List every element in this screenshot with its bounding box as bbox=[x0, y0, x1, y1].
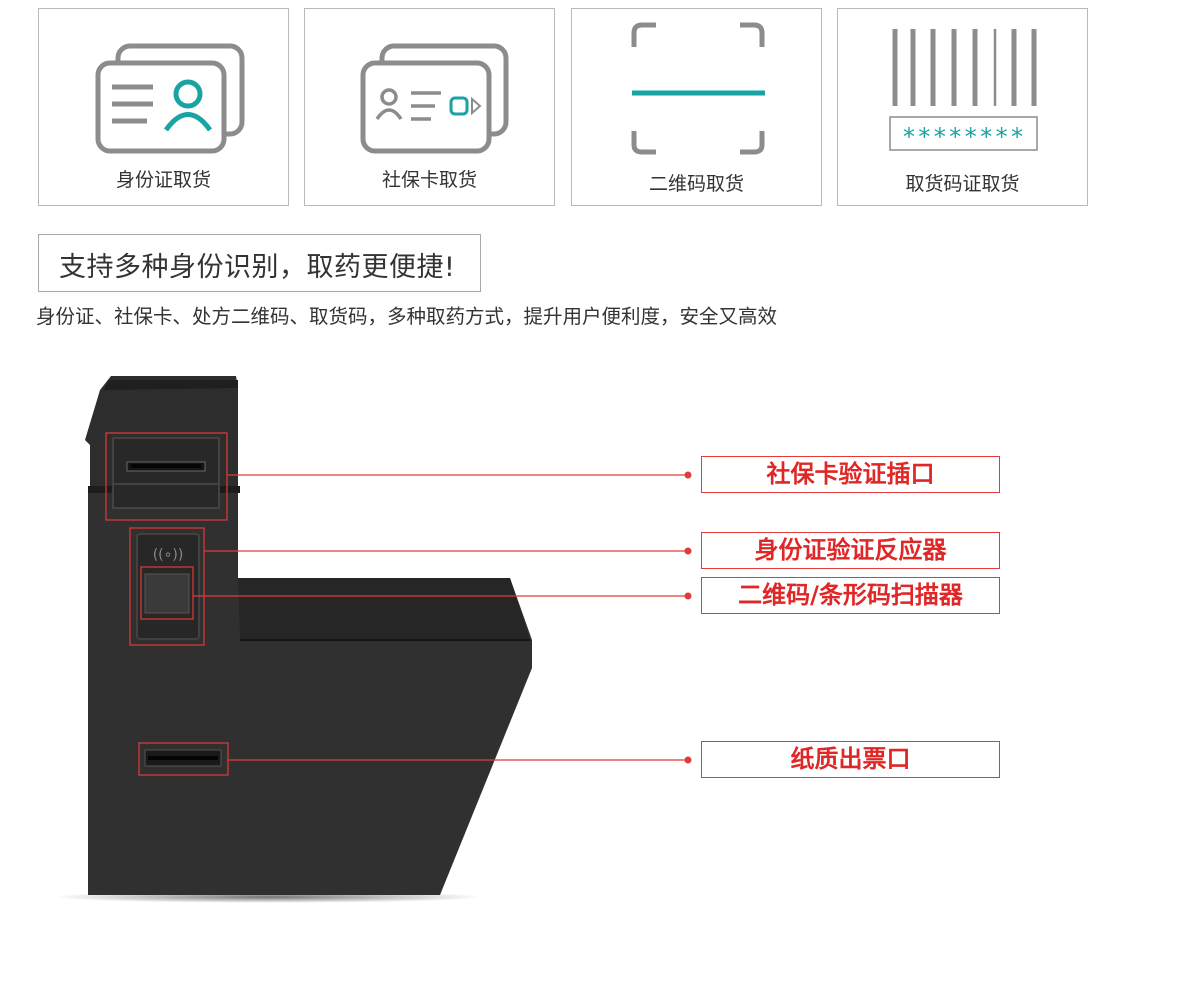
headline: 支持多种身份识别，取药更便捷! bbox=[59, 252, 456, 283]
subline: 身份证、社保卡、处方二维码、取货码，多种取药方式，提升用户便利度，安全又高效 bbox=[36, 305, 778, 328]
qr-scan-icon bbox=[631, 22, 765, 155]
pickup-method-label: 社保卡取货 bbox=[381, 169, 477, 191]
headline-box: 支持多种身份识别，取药更便捷! bbox=[38, 234, 481, 292]
social-security-card-icon bbox=[360, 43, 509, 154]
callout-qr-scanner: 二维码/条形码扫描器 bbox=[701, 577, 1000, 614]
callout-social-card-slot: 社保卡验证插口 bbox=[701, 456, 1000, 493]
pickup-method-barcode: ******** 取货码证取货 bbox=[837, 8, 1088, 206]
pickup-method-label: 身份证取货 bbox=[115, 169, 211, 191]
kiosk-illustration: ((∘)) bbox=[53, 376, 532, 903]
id-card-icon bbox=[95, 43, 245, 154]
pickup-code-mask: ******** bbox=[902, 123, 1026, 151]
barcode-pickup-code-icon: ******** bbox=[889, 29, 1038, 151]
pickup-method-label: 取货码证取货 bbox=[905, 173, 1020, 195]
pickup-method-label: 二维码取货 bbox=[648, 173, 744, 195]
svg-text:((∘)): ((∘)) bbox=[153, 547, 184, 563]
callout-ticket-outlet: 纸质出票口 bbox=[701, 741, 1000, 778]
pickup-method-id-card: 身份证取货 bbox=[38, 8, 289, 206]
pickup-method-qr-code: 二维码取货 bbox=[571, 8, 822, 206]
callout-id-card-reader: 身份证验证反应器 bbox=[701, 532, 1000, 569]
pickup-method-social-card: 社保卡取货 bbox=[304, 8, 555, 206]
